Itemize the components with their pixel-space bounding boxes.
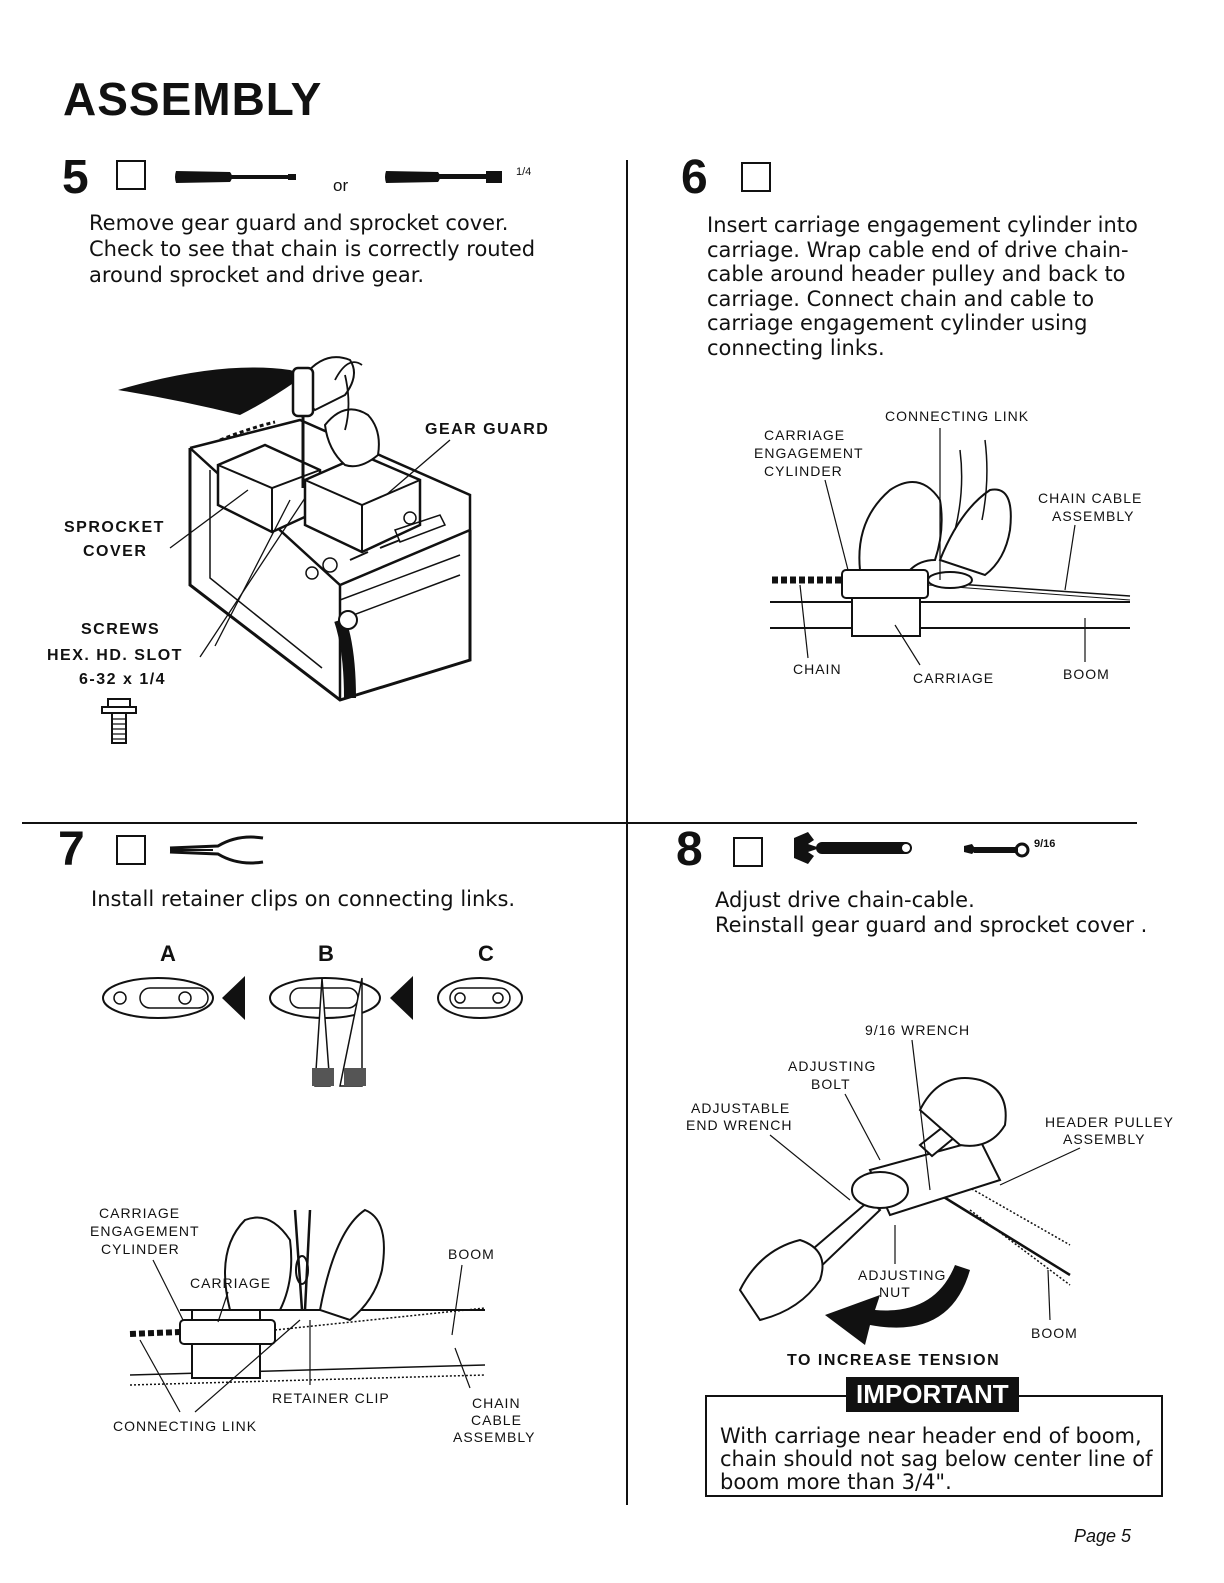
- carriage-label: CARRIAGE: [190, 1275, 272, 1291]
- tool-size-label: 9/16: [1034, 838, 1056, 850]
- step-7-checkbox[interactable]: [116, 835, 146, 865]
- step-6-instruction: Insert carriage engagement cylinder into…: [707, 213, 1138, 360]
- important-line-3: boom more than 3/4".: [720, 1470, 952, 1494]
- clip-b-label: B: [318, 941, 334, 966]
- tool-or-label: or: [333, 176, 349, 195]
- wrench-916-label: 9/16 WRENCH: [865, 1022, 971, 1038]
- adjustable-wrench-label: ADJUSTABLE: [691, 1100, 791, 1116]
- step-7-leaders: [139, 1259, 471, 1413]
- gear-guard-label: GEAR GUARD: [425, 421, 550, 438]
- increase-tension-label: TO INCREASE TENSION: [787, 1352, 1001, 1369]
- clip-a-label: A: [160, 941, 176, 966]
- boom-label: BOOM: [448, 1246, 495, 1262]
- header-pulley-label: ASSEMBLY: [1063, 1131, 1146, 1147]
- step-7-instruction: Install retainer clips on connecting lin…: [91, 887, 516, 911]
- connecting-link-label: CONNECTING LINK: [113, 1418, 258, 1434]
- step-5-leaders: [169, 439, 451, 658]
- cylinder-label: CARRIAGE: [99, 1205, 181, 1221]
- clip-c-label: C: [478, 941, 494, 966]
- cylinder-label: CYLINDER: [101, 1241, 180, 1257]
- step-8-instruction-1: Adjust drive chain-cable.: [715, 888, 975, 912]
- chain-cable-label: ASSEMBLY: [453, 1429, 536, 1445]
- important-line-1: With carriage near header end of boom,: [720, 1424, 1142, 1448]
- horizontal-divider: [22, 822, 1137, 824]
- step-5-instruction: Remove gear guard and sprocket cover. Ch…: [89, 211, 536, 287]
- boom-label: BOOM: [1031, 1325, 1078, 1341]
- step-8-checkbox[interactable]: [733, 837, 763, 867]
- chain-cable-illustration: [770, 439, 1131, 637]
- chain-cable-label: ASSEMBLY: [1052, 508, 1135, 524]
- adjusting-bolt-label: BOLT: [811, 1076, 851, 1092]
- tool-size-label: 1/4: [516, 166, 532, 178]
- step-6-number: 6: [681, 151, 708, 204]
- step-6-leaders: [799, 428, 1086, 666]
- gear-guard-illustration: [118, 356, 472, 702]
- sprocket-cover-label: COVER: [83, 543, 148, 560]
- screwdriver-icon: [385, 171, 502, 183]
- step-6-checkbox[interactable]: [741, 162, 771, 192]
- vertical-divider: [626, 160, 628, 1505]
- step-5-number: 5: [62, 151, 89, 204]
- important-line-2: chain should not sag below center line o…: [720, 1447, 1153, 1471]
- step-5-checkbox[interactable]: [116, 160, 146, 190]
- page-title: ASSEMBLY: [63, 73, 323, 125]
- step-8-leaders: [769, 1039, 1081, 1321]
- screws-label: SCREWS: [81, 621, 161, 638]
- step-8-instruction-2: Reinstall gear guard and sprocket cover …: [715, 913, 1148, 937]
- cylinder-label: CYLINDER: [764, 463, 843, 479]
- cylinder-label: ENGAGEMENT: [754, 445, 864, 461]
- screws-label: 6-32 x 1/4: [79, 671, 167, 688]
- chain-label: CHAIN: [793, 661, 842, 677]
- adjusting-nut-label: ADJUSTING: [858, 1267, 947, 1283]
- hex-bolt-icon: [101, 698, 137, 744]
- adjusting-bolt-label: ADJUSTING: [788, 1058, 877, 1074]
- screws-label: HEX. HD. SLOT: [47, 647, 183, 664]
- carriage-label: CARRIAGE: [913, 670, 995, 686]
- retainer-clip-label: RETAINER CLIP: [272, 1390, 390, 1406]
- adjust-tension-illustration: [738, 1077, 1071, 1345]
- screwdriver-icon: [175, 171, 296, 183]
- needle-nose-pliers-icon: [169, 835, 264, 865]
- connecting-link-label: CONNECTING LINK: [885, 408, 1030, 424]
- chain-cable-label: CHAIN: [472, 1395, 521, 1411]
- cylinder-label: CARRIAGE: [764, 427, 846, 443]
- retainer-clip-illustration: [129, 1208, 486, 1386]
- sprocket-cover-label: SPROCKET: [64, 519, 165, 536]
- retainer-clip-sequence: [102, 976, 523, 1087]
- open-end-wrench-icon: [964, 842, 1030, 858]
- step-8-number: 8: [676, 823, 703, 876]
- boom-label: BOOM: [1063, 666, 1110, 682]
- chain-cable-label: CHAIN CABLE: [1038, 490, 1143, 506]
- adjustable-wrench-label: END WRENCH: [686, 1117, 793, 1133]
- cylinder-label: ENGAGEMENT: [90, 1223, 200, 1239]
- page-number: Page 5: [1074, 1526, 1132, 1546]
- step-7-number: 7: [58, 823, 85, 876]
- important-badge: IMPORTANT: [846, 1377, 1019, 1412]
- chain-cable-label: CABLE: [471, 1412, 522, 1428]
- header-pulley-label: HEADER PULLEY: [1045, 1114, 1174, 1130]
- adjustable-wrench-icon: [794, 832, 912, 864]
- adjusting-nut-label: NUT: [879, 1284, 911, 1300]
